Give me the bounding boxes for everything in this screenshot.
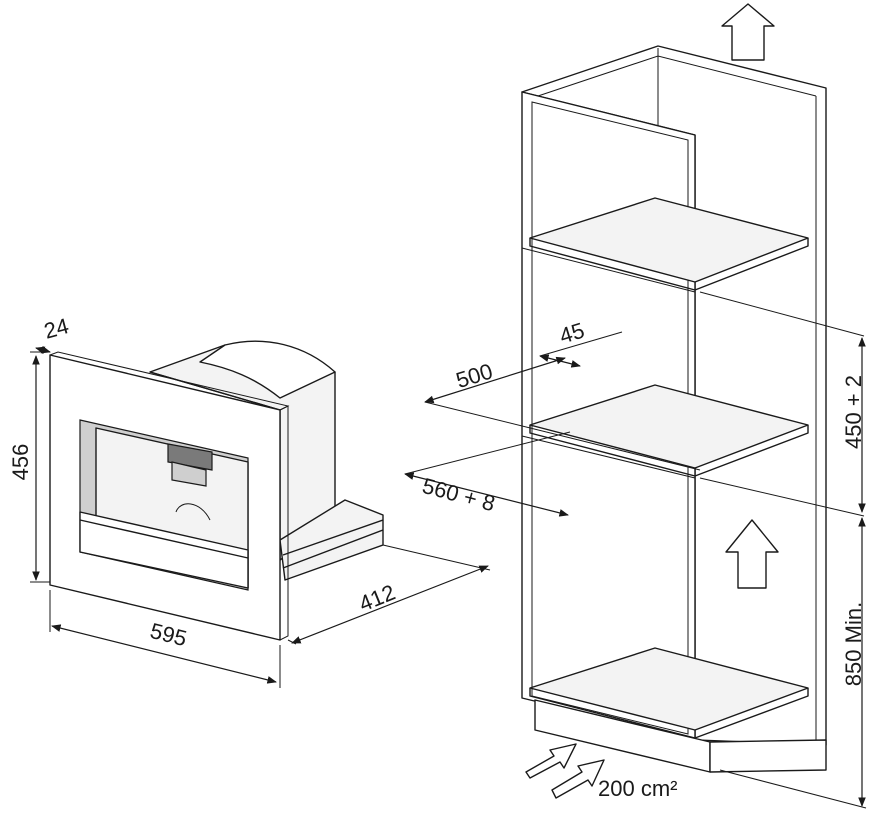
arrow-inlet-lower-icon [551,759,605,799]
label-vent-area: 200 cm² [598,776,677,801]
machine-top-curve [199,340,336,399]
plinth-side [709,739,827,773]
coffee-machine [49,340,384,641]
arrow-up-top-icon [721,3,775,61]
cabinet-dimensions [404,291,867,809]
label-floor-height: 850 Min. [841,602,866,686]
appliance-dimensions [30,345,491,688]
arrow-inlet-upper-icon [525,743,577,779]
drip-tray [79,511,249,589]
label-cut-width: 560 + 8 [420,473,498,516]
arrow-up-inner-icon [725,519,779,589]
label-height: 456 [8,444,33,481]
label-depth: 412 [355,580,398,617]
airflow-arrows [525,3,779,799]
label-cut-depth: 500 [453,358,495,393]
label-frame-depth: 24 [41,313,71,343]
label-cut-height: 450 + 2 [841,375,866,449]
label-width: 595 [148,618,190,651]
cabinet [521,45,827,773]
